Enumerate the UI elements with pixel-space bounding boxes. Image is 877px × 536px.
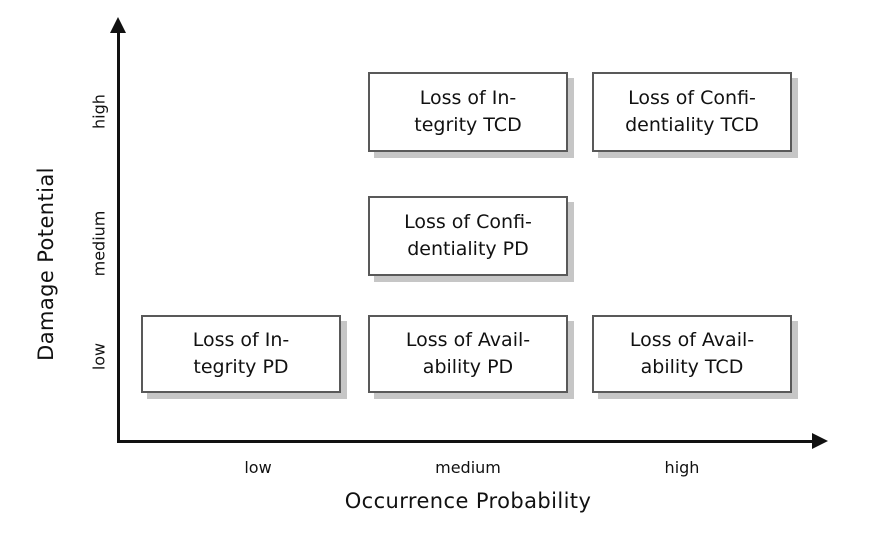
y-axis-tick-high: high [89,94,109,129]
risk-box-loss-of-confidentiality-pd[interactable]: Loss of Confi- dentiality PD [368,196,568,276]
risk-box-loss-of-confidentiality-tcd[interactable]: Loss of Confi- dentiality TCD [592,72,792,152]
x-axis-tick-high: high [664,458,700,477]
risk-box-loss-of-availability-tcd[interactable]: Loss of Avail- ability TCD [592,315,792,393]
risk-box-line2: tegrity TCD [414,114,522,136]
x-axis-tick-medium: medium [435,458,501,477]
y-axis-tick-low: low [89,342,109,371]
risk-box-line1: Loss of In- [419,87,517,110]
risk-box-line2: ability TCD [640,356,744,378]
risk-box-line2: ability PD [422,356,514,378]
y-axis-title: Damage Potential [34,167,58,361]
y-axis-tick-medium: medium [89,210,109,277]
risk-box-line1: Loss of Avail- [629,329,755,352]
risk-box-loss-of-availability-pd[interactable]: Loss of Avail- ability PD [368,315,568,393]
x-axis-tick-low: low [244,458,272,477]
y-axis-line [117,28,120,443]
x-axis-arrow-icon [812,433,828,449]
risk-box-line1: Loss of Confi- [628,87,756,110]
y-axis-arrow-icon [110,17,126,33]
risk-box-line2: tegrity PD [193,356,289,378]
risk-box-line1: Loss of Avail- [405,329,531,352]
risk-box-line2: dentiality TCD [625,114,759,136]
x-axis-line [117,440,817,443]
risk-box-line1: Loss of Confi- [404,211,532,234]
risk-box-line2: dentiality PD [407,238,529,260]
risk-box-line1: Loss of In- [192,329,290,352]
x-axis-title: Occurrence Probability [344,489,592,513]
risk-box-loss-of-integrity-pd[interactable]: Loss of In- tegrity PD [141,315,341,393]
risk-box-loss-of-integrity-tcd[interactable]: Loss of In- tegrity TCD [368,72,568,152]
